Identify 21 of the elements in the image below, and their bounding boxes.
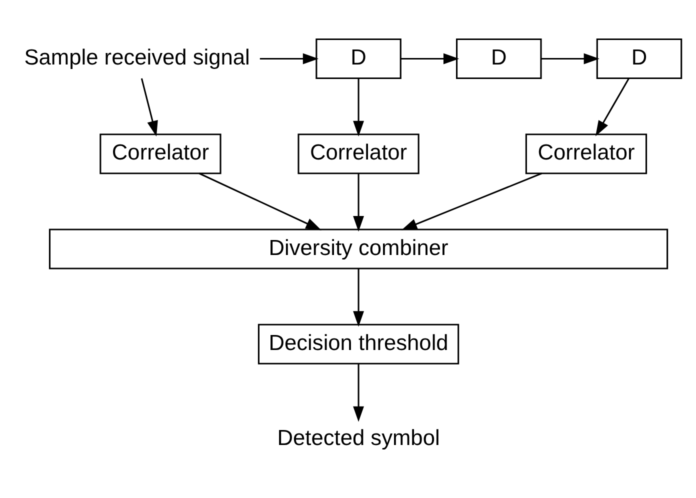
- arrow: [353, 364, 364, 422]
- node-box: Correlator: [525, 134, 648, 174]
- node-text: Detected symbol: [277, 425, 440, 450]
- arrow: [353, 78, 364, 137]
- arrow: [140, 78, 158, 136]
- arrow: [541, 53, 600, 64]
- arrow: [400, 53, 460, 64]
- node-box: Diversity combiner: [48, 228, 668, 270]
- arrow: [198, 172, 322, 230]
- arrow: [353, 268, 364, 327]
- arrow: [596, 78, 630, 136]
- node-box: Correlator: [298, 134, 420, 174]
- node-box: D: [316, 38, 402, 79]
- node-box: D: [456, 38, 542, 79]
- node-box: D: [596, 38, 682, 79]
- arrow: [260, 53, 319, 64]
- arrow: [401, 172, 542, 230]
- node-text: Sample received signal: [24, 44, 250, 70]
- node-box: Correlator: [100, 134, 222, 174]
- node-box: Decision threshold: [258, 324, 460, 364]
- arrow: [353, 174, 364, 232]
